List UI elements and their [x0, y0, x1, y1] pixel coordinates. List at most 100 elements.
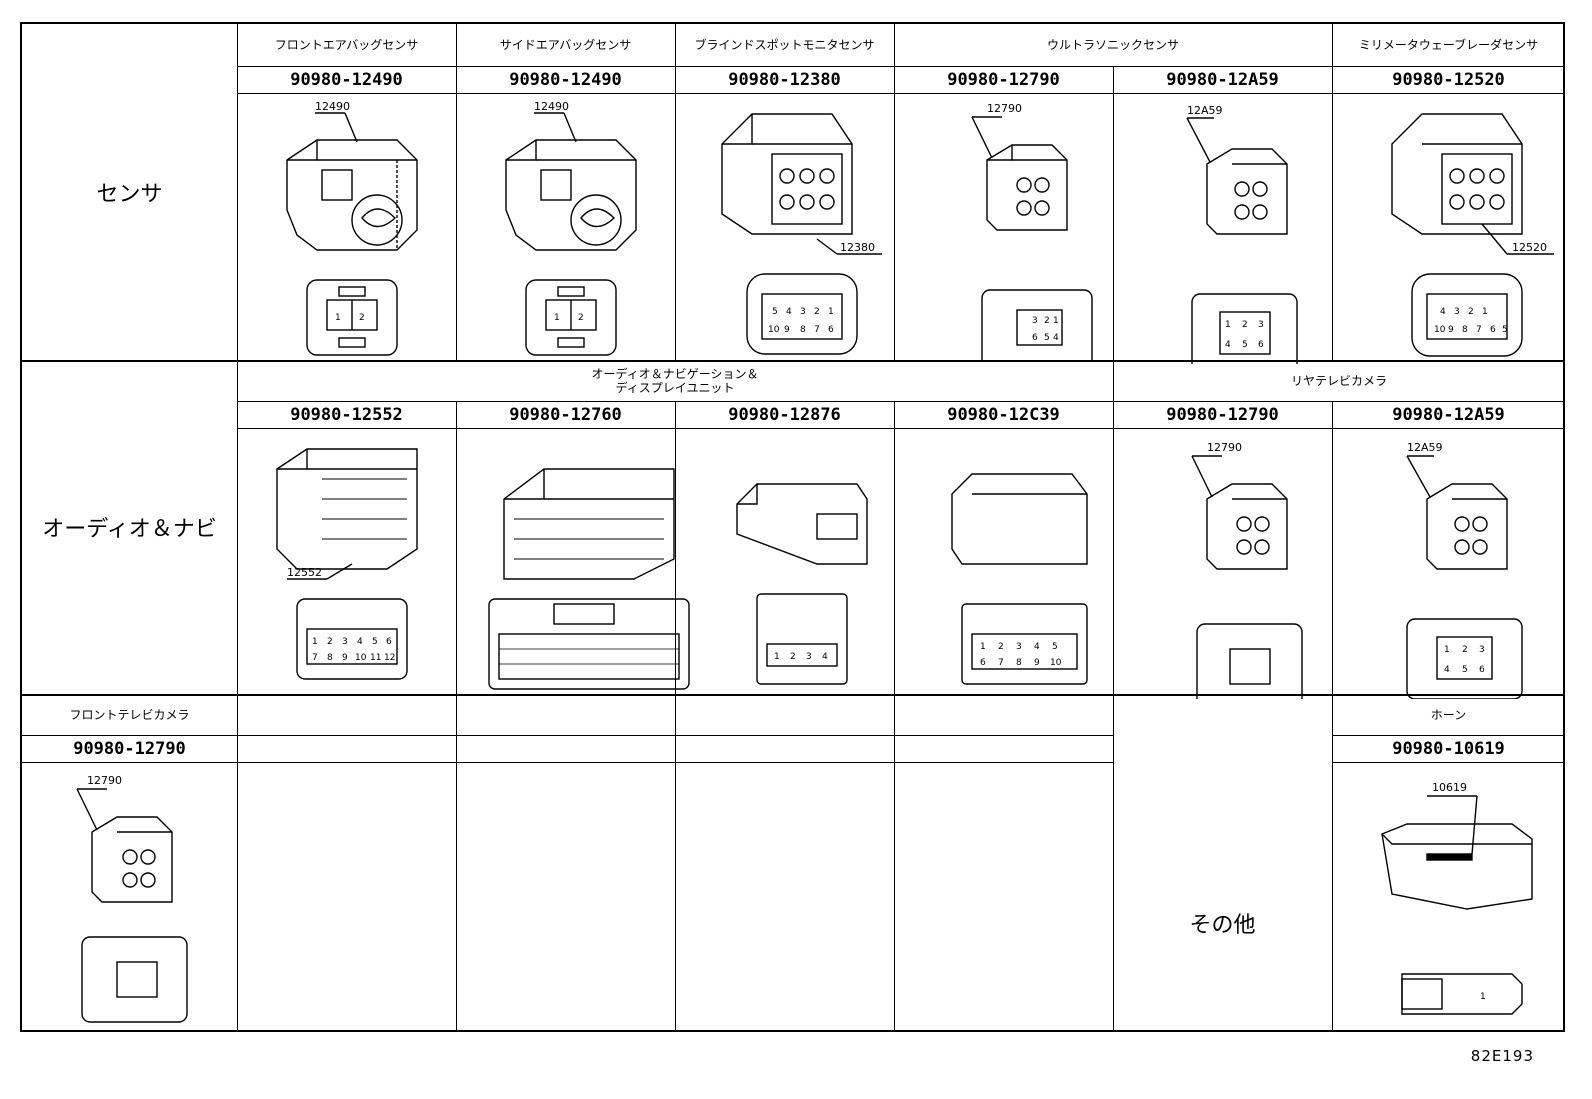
part-number: 90980-12552 — [290, 404, 403, 425]
svg-text:9: 9 — [1448, 325, 1454, 335]
sheet-code: 82E193 — [1470, 1047, 1534, 1065]
connector-drawing-12552: 12552 1 2 3 4 5 6 7 8 9 10 11 12 — [267, 439, 437, 694]
connector-drawing-12876: 1 2 3 4 — [727, 454, 877, 694]
svg-text:1: 1 — [1480, 992, 1486, 1002]
svg-text:3: 3 — [1016, 642, 1022, 652]
grid-line — [237, 428, 1565, 429]
svg-text:7: 7 — [814, 325, 820, 335]
svg-text:7: 7 — [998, 658, 1004, 668]
connector-drawing-12790: 12790 3 2 1 6 5 4 — [952, 100, 1102, 360]
svg-text:9: 9 — [1034, 658, 1040, 668]
connector-drawing-12A59: 12A59 1 2 3 4 5 6 — [1392, 439, 1542, 699]
svg-text:2: 2 — [327, 637, 333, 647]
svg-text:8: 8 — [1462, 325, 1468, 335]
svg-text:5: 5 — [1462, 665, 1468, 675]
svg-text:1: 1 — [1444, 645, 1450, 655]
grid-line — [894, 401, 895, 694]
row-label-audio-navi: オーディオ＆ナビ — [42, 517, 217, 542]
svg-text:2: 2 — [1468, 307, 1474, 317]
svg-text:3: 3 — [1479, 645, 1485, 655]
svg-text:4: 4 — [1034, 642, 1040, 652]
svg-text:1: 1 — [554, 313, 560, 323]
callout-label: 10619 — [1432, 781, 1467, 794]
svg-text:10: 10 — [768, 325, 780, 335]
category-horn: ホーン — [1430, 708, 1467, 722]
category-blind-spot-monitor-sensor: ブラインドスポットモニタセンサ — [694, 38, 875, 52]
svg-text:5: 5 — [1242, 340, 1248, 350]
grid-line — [456, 24, 457, 360]
grid-line — [22, 762, 1113, 763]
connector-drawing-10619: 10619 1 — [1372, 779, 1552, 1029]
svg-text:7: 7 — [312, 653, 318, 663]
connector-drawing-12760 — [484, 439, 694, 694]
grid-line — [237, 401, 1565, 402]
grid-line — [22, 735, 1113, 736]
svg-text:2: 2 — [578, 313, 584, 323]
connector-drawing-12790: 12790 — [62, 772, 212, 1032]
svg-text:10: 10 — [355, 653, 367, 663]
svg-text:2: 2 — [1044, 316, 1050, 326]
svg-text:8: 8 — [1016, 658, 1022, 668]
grid-line — [237, 24, 238, 1030]
part-number: 90980-10619 — [1392, 738, 1505, 759]
svg-text:7: 7 — [1476, 325, 1482, 335]
grid-line — [237, 66, 1565, 67]
grid-line — [1332, 694, 1333, 1030]
svg-text:1: 1 — [980, 642, 986, 652]
svg-text:6: 6 — [386, 637, 392, 647]
svg-text:1: 1 — [312, 637, 318, 647]
svg-text:4: 4 — [786, 307, 792, 317]
category-front-tv-camera: フロントテレビカメラ — [69, 708, 190, 722]
svg-text:8: 8 — [327, 653, 333, 663]
svg-text:11: 11 — [370, 653, 381, 663]
svg-text:10: 10 — [1434, 325, 1446, 335]
callout-label: 12380 — [840, 241, 875, 254]
svg-text:3: 3 — [1454, 307, 1460, 317]
grid-line — [456, 401, 457, 694]
grid-line — [1113, 66, 1114, 360]
connector-drawing-12380: 12380 5 4 3 2 1 10 9 8 7 6 — [712, 104, 882, 364]
svg-text:1: 1 — [1225, 320, 1231, 330]
callout-label: 12520 — [1512, 241, 1547, 254]
grid-line — [1332, 762, 1565, 763]
connector-drawing-12C39: 1 2 3 4 5 6 7 8 9 10 — [942, 464, 1092, 694]
svg-text:4: 4 — [1225, 340, 1231, 350]
callout-label: 12790 — [87, 774, 122, 787]
row-label-sensor: センサ — [96, 182, 163, 207]
grid-line — [675, 24, 676, 360]
svg-text:5: 5 — [1044, 333, 1050, 343]
category-side-airbag-sensor: サイドエアバッグセンサ — [499, 38, 632, 52]
part-number: 90980-12A59 — [1392, 404, 1505, 425]
part-number: 90980-12380 — [728, 69, 841, 90]
callout-label: 12552 — [287, 566, 322, 579]
svg-text:9: 9 — [784, 325, 790, 335]
connector-chart: センサ フロントエアバッグセンサ サイドエアバッグセンサ ブラインドスポットモニ… — [20, 22, 1565, 1032]
svg-text:6: 6 — [980, 658, 986, 668]
grid-line — [22, 360, 1565, 362]
callout-label: 12A59 — [1407, 441, 1443, 454]
connector-drawing-12A59: 12A59 1 2 3 4 5 6 — [1172, 104, 1322, 364]
svg-text:1: 1 — [1053, 316, 1059, 326]
category-front-airbag-sensor: フロントエアバッグセンサ — [274, 38, 419, 52]
svg-text:3: 3 — [806, 652, 812, 662]
svg-text:6: 6 — [1490, 325, 1496, 335]
grid-line — [894, 694, 895, 1030]
category-ultrasonic-sensor: ウルトラソニックセンサ — [1046, 38, 1179, 52]
svg-text:3: 3 — [800, 307, 806, 317]
callout-label: 12490 — [315, 100, 350, 113]
category-audio-navi-display-unit: オーディオ＆ナビゲーション＆ ディスプレイユニット — [591, 367, 759, 395]
callout-label: 12490 — [534, 100, 569, 113]
part-number: 90980-12A59 — [1166, 69, 1279, 90]
svg-text:3: 3 — [1032, 316, 1038, 326]
part-number: 90980-12C39 — [947, 404, 1060, 425]
grid-line — [675, 401, 676, 694]
row-label-other: その他 — [1189, 912, 1256, 938]
svg-text:4: 4 — [822, 652, 828, 662]
svg-text:5: 5 — [372, 637, 378, 647]
svg-text:2: 2 — [1462, 645, 1468, 655]
grid-line — [237, 93, 1565, 94]
grid-line — [1332, 24, 1333, 360]
svg-text:6: 6 — [1479, 665, 1485, 675]
grid-line — [22, 694, 1565, 696]
svg-text:5: 5 — [1052, 642, 1058, 652]
